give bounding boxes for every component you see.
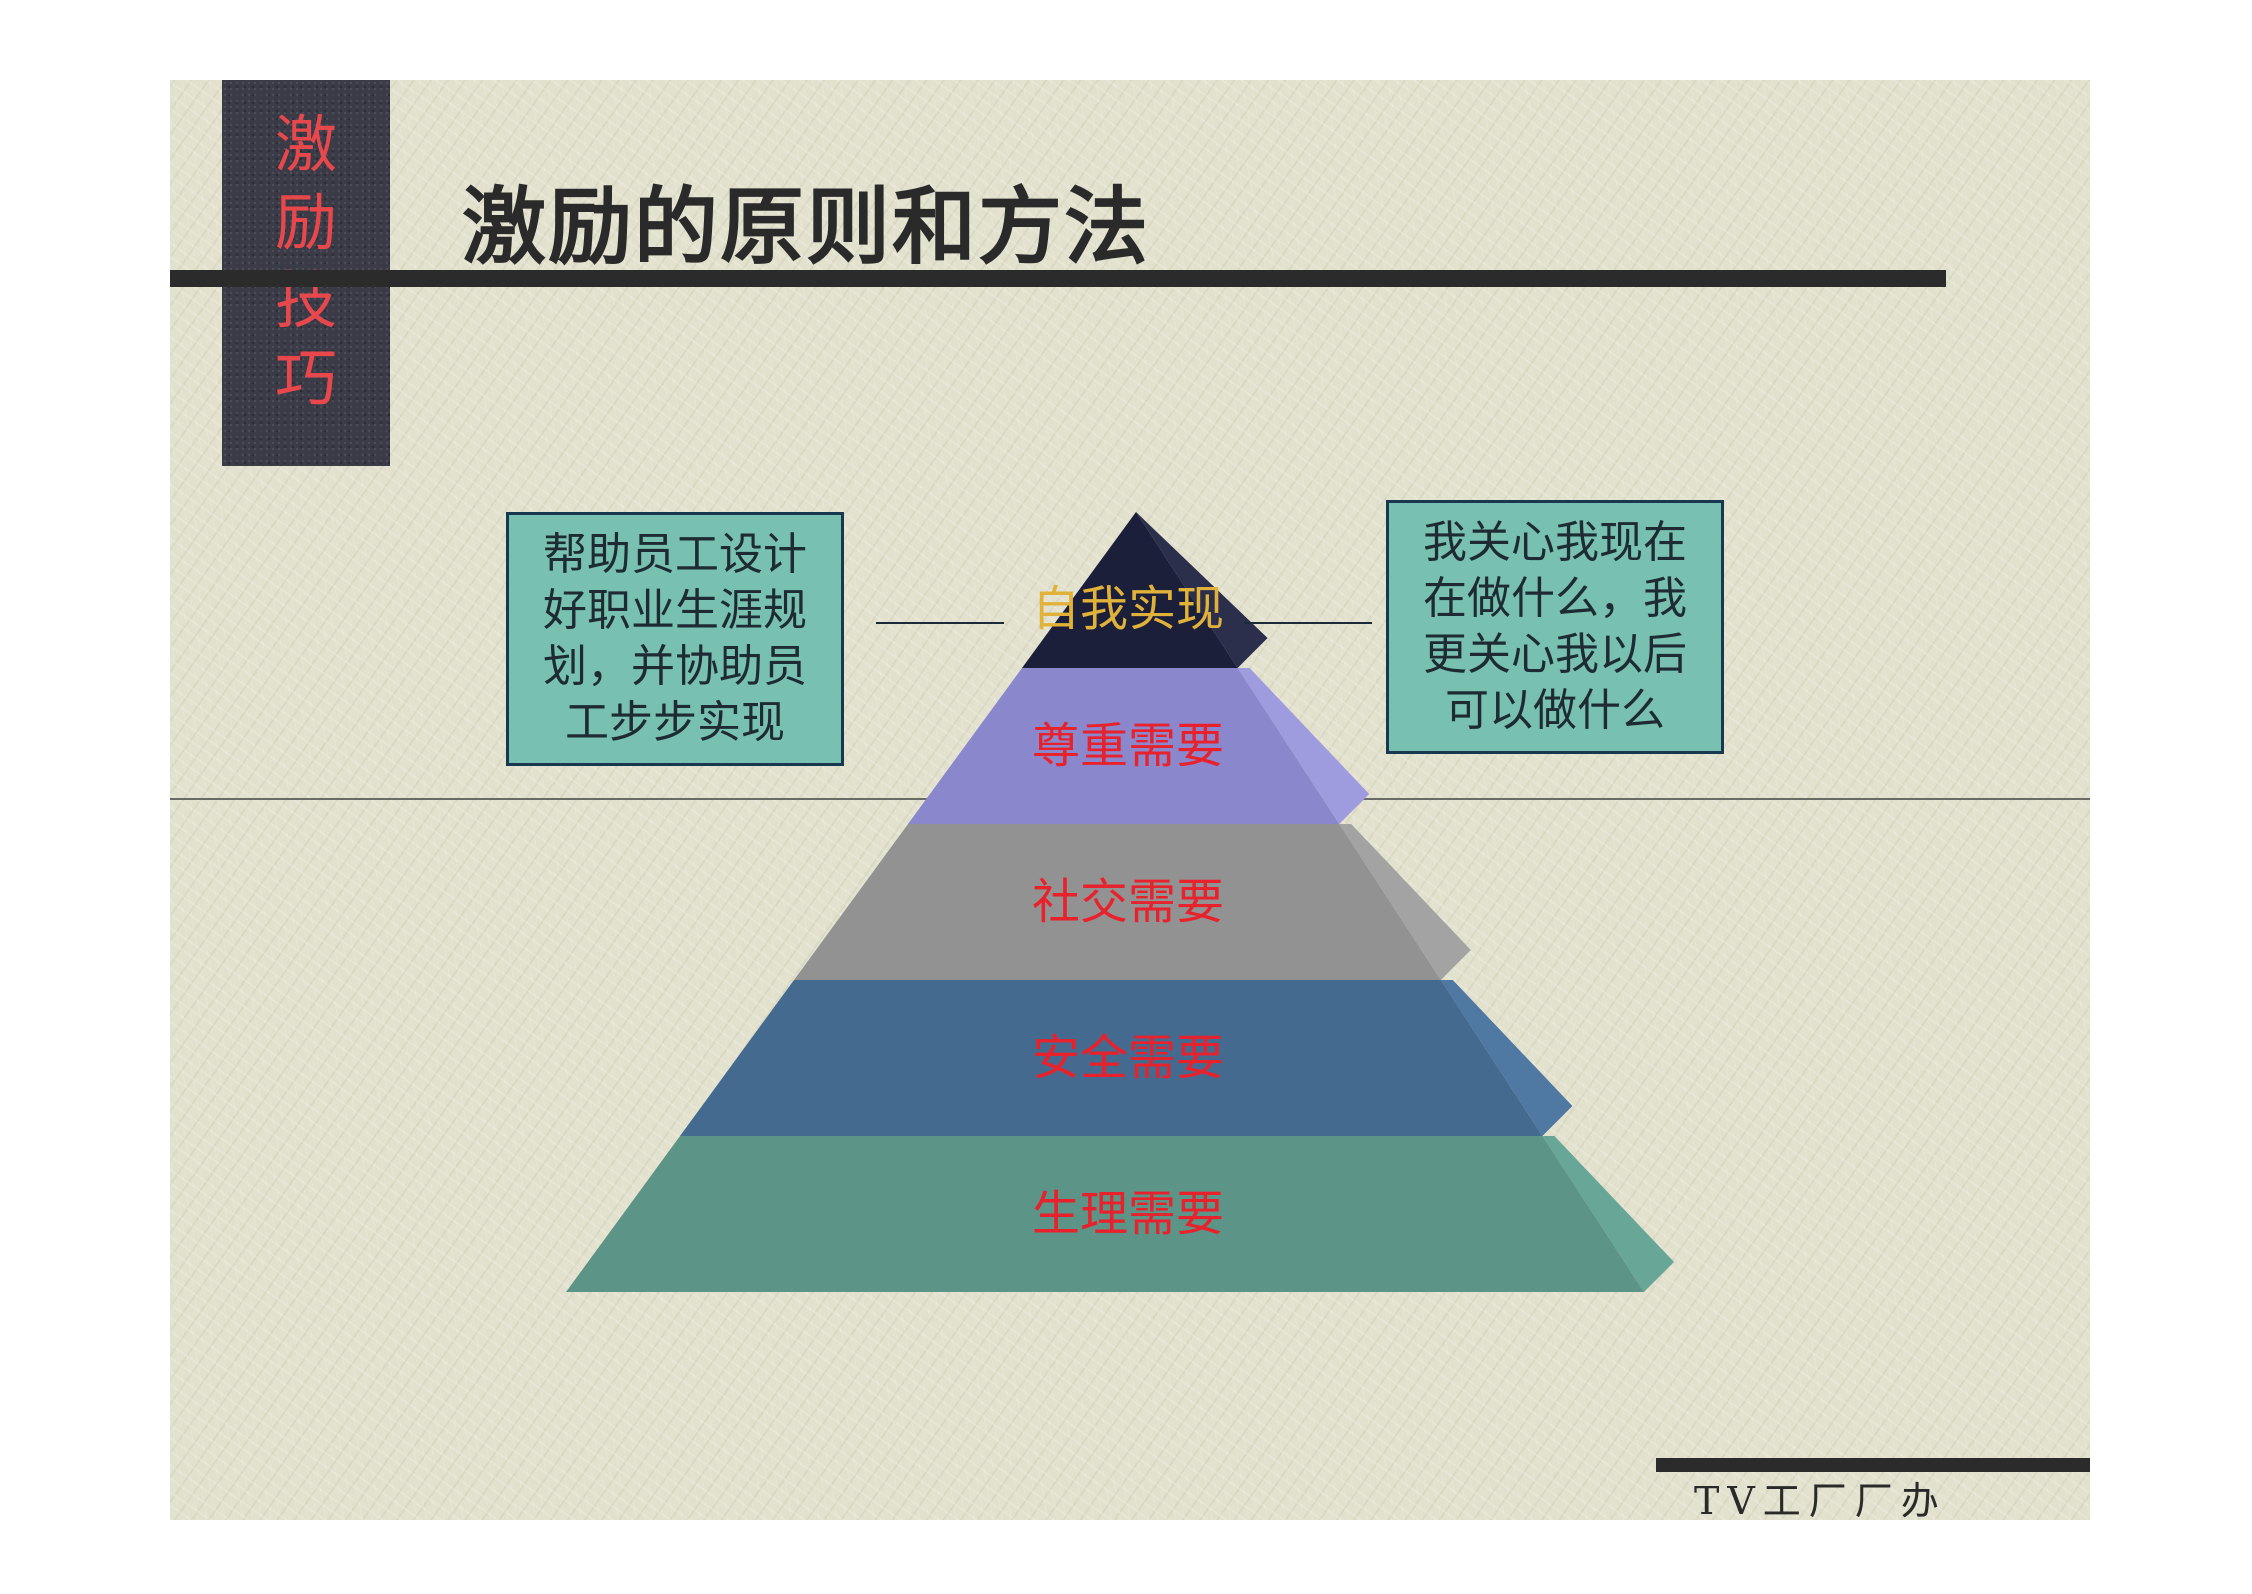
callout-line: 更关心我以后 — [1423, 629, 1687, 680]
side-tab-char: 励 — [274, 186, 337, 259]
side-tab-char: 巧 — [274, 342, 337, 415]
footer-text: TV工厂厂办 — [1694, 1479, 1947, 1520]
pyramid-tier-side — [1339, 824, 1471, 980]
callout-line: 好职业生涯规 — [543, 585, 807, 636]
pyramid-tier-label: 尊重需要 — [1031, 718, 1225, 774]
callout-line: 在做什么，我 — [1423, 573, 1687, 624]
pyramid-tier — [680, 980, 1543, 1136]
callout-line: 划，并协助员 — [543, 641, 807, 692]
pyramid-tier-label: 生理需要 — [1031, 1186, 1225, 1242]
callout-line: 我关心我现在 — [1423, 517, 1687, 568]
pyramid-tier-side — [1237, 668, 1370, 824]
pyramid-tier-side — [1542, 1136, 1674, 1292]
pyramid-tier-label: 自我实现 — [1031, 580, 1225, 637]
pyramid-tier-label: 社交需要 — [1031, 874, 1225, 930]
pyramid-tier — [566, 1136, 1644, 1292]
pyramid-tier — [908, 668, 1340, 824]
callout-line: 可以做什么 — [1445, 685, 1665, 736]
footer-rule — [1656, 1458, 2090, 1472]
side-tab-char: 激 — [274, 108, 337, 181]
pyramid-tier-side — [1440, 980, 1573, 1136]
pyramid-tier-label: 安全需要 — [1031, 1030, 1225, 1086]
slide-title: 激励的原则和方法 — [462, 178, 1151, 276]
slide: 激 励 技 巧 激励的原则和方法 自我实现尊重需要社交需要安全需要生理需要 帮助… — [170, 80, 2090, 1520]
callout-line: 工步步实现 — [565, 697, 785, 748]
right-callout-box: 我关心我现在 在做什么，我 更关心我以后 可以做什么 — [1386, 500, 1724, 754]
right-connector-line — [1244, 622, 1372, 624]
pyramid-diagram — [566, 512, 1674, 1292]
pyramid-tier — [794, 824, 1441, 980]
callout-line: 帮助员工设计 — [543, 529, 807, 580]
left-callout-box: 帮助员工设计 好职业生涯规 划，并协助员 工步步实现 — [506, 512, 844, 766]
title-rule — [170, 270, 1946, 287]
pyramid-tier — [1022, 512, 1238, 668]
pyramid-tier-side — [1136, 512, 1268, 668]
left-connector-line — [876, 622, 1004, 624]
